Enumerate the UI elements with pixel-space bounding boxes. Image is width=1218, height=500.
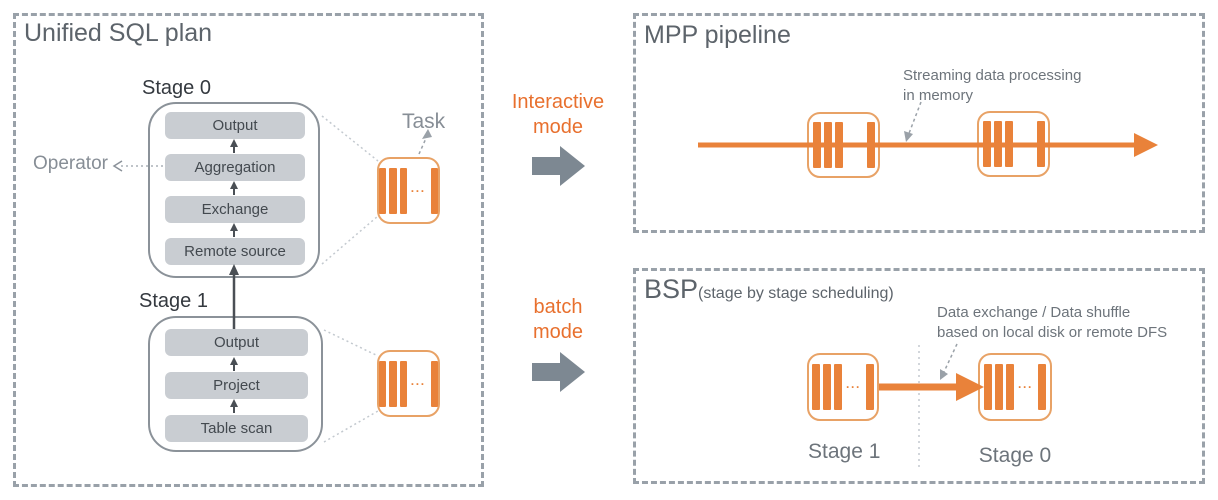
ellipsis-icon: ··· [846,380,861,394]
task-bar [823,122,832,168]
task-bar [866,122,875,168]
operator-box-project: Project [165,372,308,399]
mpp-annotation: Streaming data processing in memory [903,67,1082,104]
operator-box-output: Output [165,112,305,139]
operator-box-table-scan: Table scan [165,415,308,442]
interactive-mode-label: Interactive mode [511,91,605,138]
bsp-title-suffix: (stage by stage scheduling) [698,285,894,302]
bsp-annotation: Data exchange / Data shuffle based on lo… [937,304,1168,341]
task-bar [834,364,842,410]
task-bar [1038,364,1046,410]
task-icon-bsp-stage1: ··· [807,353,879,421]
operator-label: Operator [33,153,108,174]
bsp-title-main: BSP [644,274,699,304]
unified-sql-plan-title: Unified SQL plan [24,19,213,47]
batch-mode-label: batch mode [532,296,584,343]
task-bar [995,364,1003,410]
task-bar [984,364,992,410]
task-bar [812,122,821,168]
operator-box-output2: Output [165,329,308,356]
task-icon-stage1: ··· [377,350,440,417]
operator-box-exchange: Exchange [165,196,305,223]
bsp-stage0-label: Stage 0 [978,444,1052,467]
ellipsis-icon: ··· [410,183,426,198]
batch-mode-arrow-icon [532,352,585,392]
ellipsis-icon: ··· [1016,137,1032,151]
task-bar [389,167,397,214]
task-bar [993,121,1002,167]
task-bar [399,360,407,407]
task-bar [1006,364,1014,410]
task-bar [389,360,397,407]
stage0-header: Stage 0 [142,77,211,99]
ellipsis-icon: ··· [410,376,426,391]
ellipsis-icon: ··· [1018,380,1033,394]
task-bar [430,360,438,407]
task-bar [379,360,387,407]
task-bar [866,364,874,410]
task-bar [982,121,991,167]
task-bar [1036,121,1045,167]
task-bar [812,364,820,410]
operator-box-remote-source: Remote source [165,238,305,265]
mpp-pipeline-title: MPP pipeline [644,21,791,49]
task-bar [430,167,438,214]
ellipsis-icon: ··· [846,138,862,152]
task-label: Task [402,110,446,133]
stage1-header: Stage 1 [139,290,208,312]
task-bar [1004,121,1013,167]
task-icon-bsp-stage0: ··· [978,353,1052,421]
task-bar [399,167,407,214]
task-bar [379,167,387,214]
bsp-title: BSP (stage by stage scheduling) [644,274,894,305]
operator-box-aggregation: Aggregation [165,154,305,181]
task-icon-stage0: ··· [377,157,440,224]
task-icon-mpp-1: ··· [807,112,880,178]
bsp-stage1-label: Stage 1 [808,440,881,463]
task-bar [823,364,831,410]
task-icon-mpp-2: ··· [977,111,1050,177]
task-bar [834,122,843,168]
interactive-mode-arrow-icon [532,146,585,186]
